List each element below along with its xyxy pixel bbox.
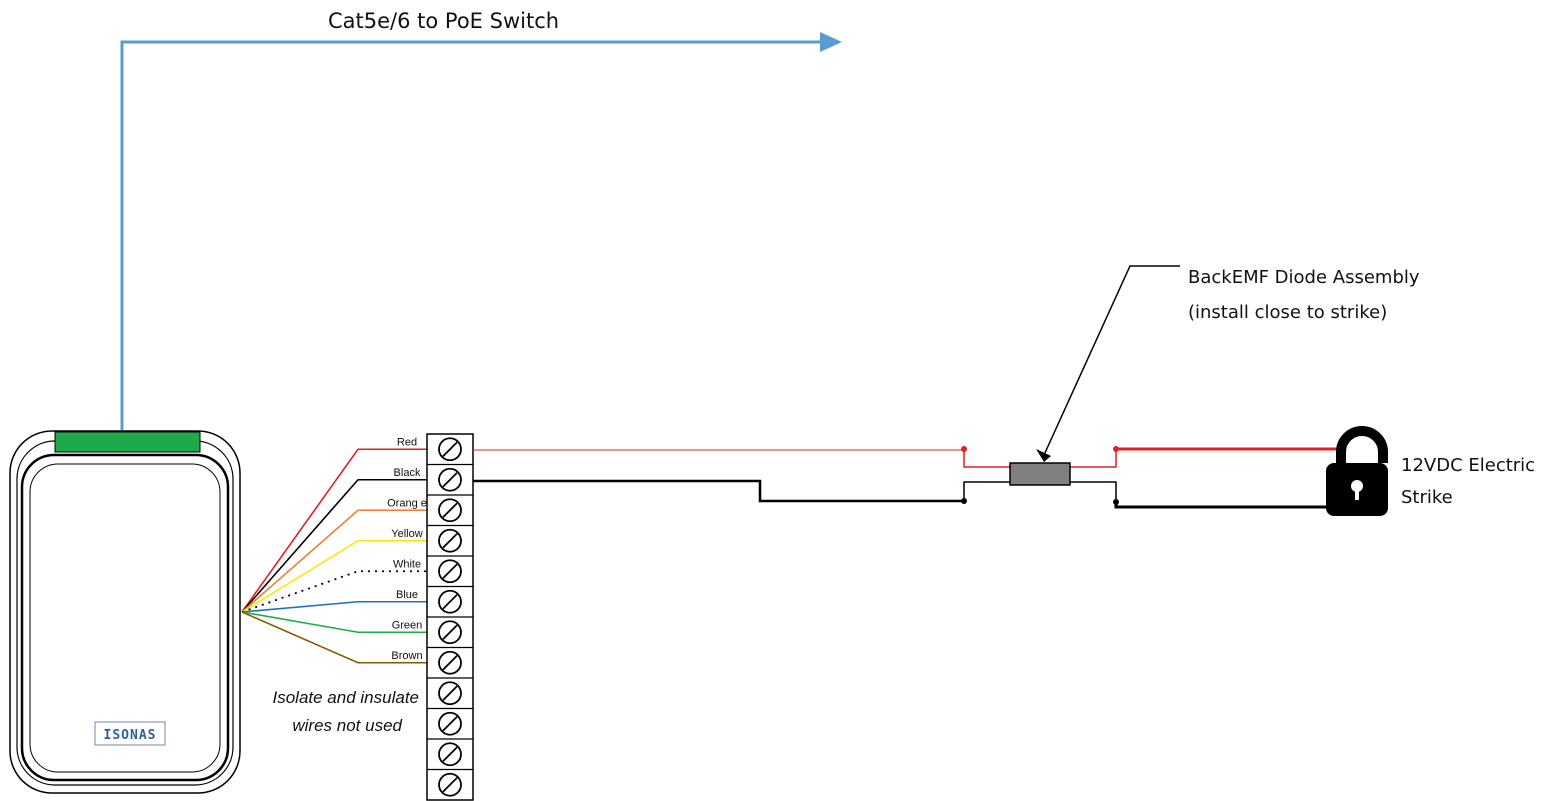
note-line-1: Isolate and insulate	[273, 688, 420, 707]
terminal-screw-12	[427, 768, 473, 797]
wire-label: Green	[392, 619, 423, 631]
wire-black	[241, 478, 440, 613]
terminal-screw-9	[427, 677, 473, 706]
wire-label: Blue	[396, 589, 418, 601]
terminal-screw-2	[427, 463, 473, 492]
terminal-block	[426, 433, 474, 801]
padlock-shackle	[1336, 426, 1388, 463]
negative-diode-lead-right	[1070, 481, 1117, 502]
terminal-screw-4	[427, 524, 473, 553]
terminal-screw-10	[427, 707, 473, 736]
positive-diode-lead-right	[1070, 449, 1117, 468]
diode-callout-leader	[1043, 265, 1180, 456]
wire-green	[241, 611, 440, 634]
positive-diode-lead-left	[963, 449, 1010, 468]
wire-label: Yellow	[391, 528, 422, 540]
terminal-screw-7	[427, 616, 473, 645]
wire-orange	[241, 509, 440, 613]
padlock-keyhole-slot	[1355, 488, 1359, 500]
isonas-logo-text: ISONAS	[104, 728, 157, 743]
negative-run	[473, 479, 1338, 509]
wire-yellow	[241, 539, 440, 613]
diode-label-line-2: (install close to strike)	[1188, 302, 1387, 323]
terminal-screw-6	[427, 585, 473, 614]
reader-face	[20, 453, 230, 782]
wire-brown	[241, 611, 440, 664]
wire-label: White	[393, 558, 421, 570]
wire-red	[241, 448, 440, 613]
reader-led-bar	[54, 431, 201, 453]
cable-label: Cat5e/6 to PoE Switch	[328, 9, 559, 33]
terminal-screw-1	[438, 437, 462, 462]
poe-cable	[120, 32, 842, 430]
terminal-screw-3	[427, 494, 473, 523]
padlock-icon	[1326, 426, 1388, 516]
negative-run-line	[473, 479, 964, 503]
poe-cable-line	[120, 40, 838, 430]
card-reader: ISONAS	[9, 430, 241, 794]
terminal-screw-11	[427, 738, 473, 767]
wire-label: Red	[397, 436, 417, 448]
negative-strike-line	[1114, 502, 1338, 509]
diode-label-line-1: BackEMF Diode Assembly	[1188, 267, 1420, 288]
note-line-2: wires not used	[292, 716, 402, 735]
strike-label-line-1: 12VDC Electric	[1401, 455, 1535, 476]
positive-run	[473, 446, 1338, 468]
terminal-screw-8	[427, 646, 473, 675]
negative-diode-lead-left	[963, 481, 1010, 501]
diode-callout	[1036, 265, 1180, 462]
backemf-diode-assembly	[1009, 462, 1071, 486]
strike-label-line-2: Strike	[1401, 487, 1453, 508]
poe-cable-arrowhead	[820, 32, 842, 52]
wire-blue	[241, 600, 440, 613]
diode-body	[1009, 462, 1071, 486]
wire-label: Black	[394, 467, 421, 479]
diode-callout-arrowhead	[1036, 449, 1051, 462]
terminal-screw-5	[427, 555, 473, 584]
wire-label: Orang e	[387, 497, 427, 509]
wire-label: Brown	[391, 650, 422, 662]
padlock-keyhole	[1351, 480, 1363, 492]
reader-face-inner	[29, 463, 221, 773]
isonas-logo: ISONAS	[94, 721, 166, 746]
